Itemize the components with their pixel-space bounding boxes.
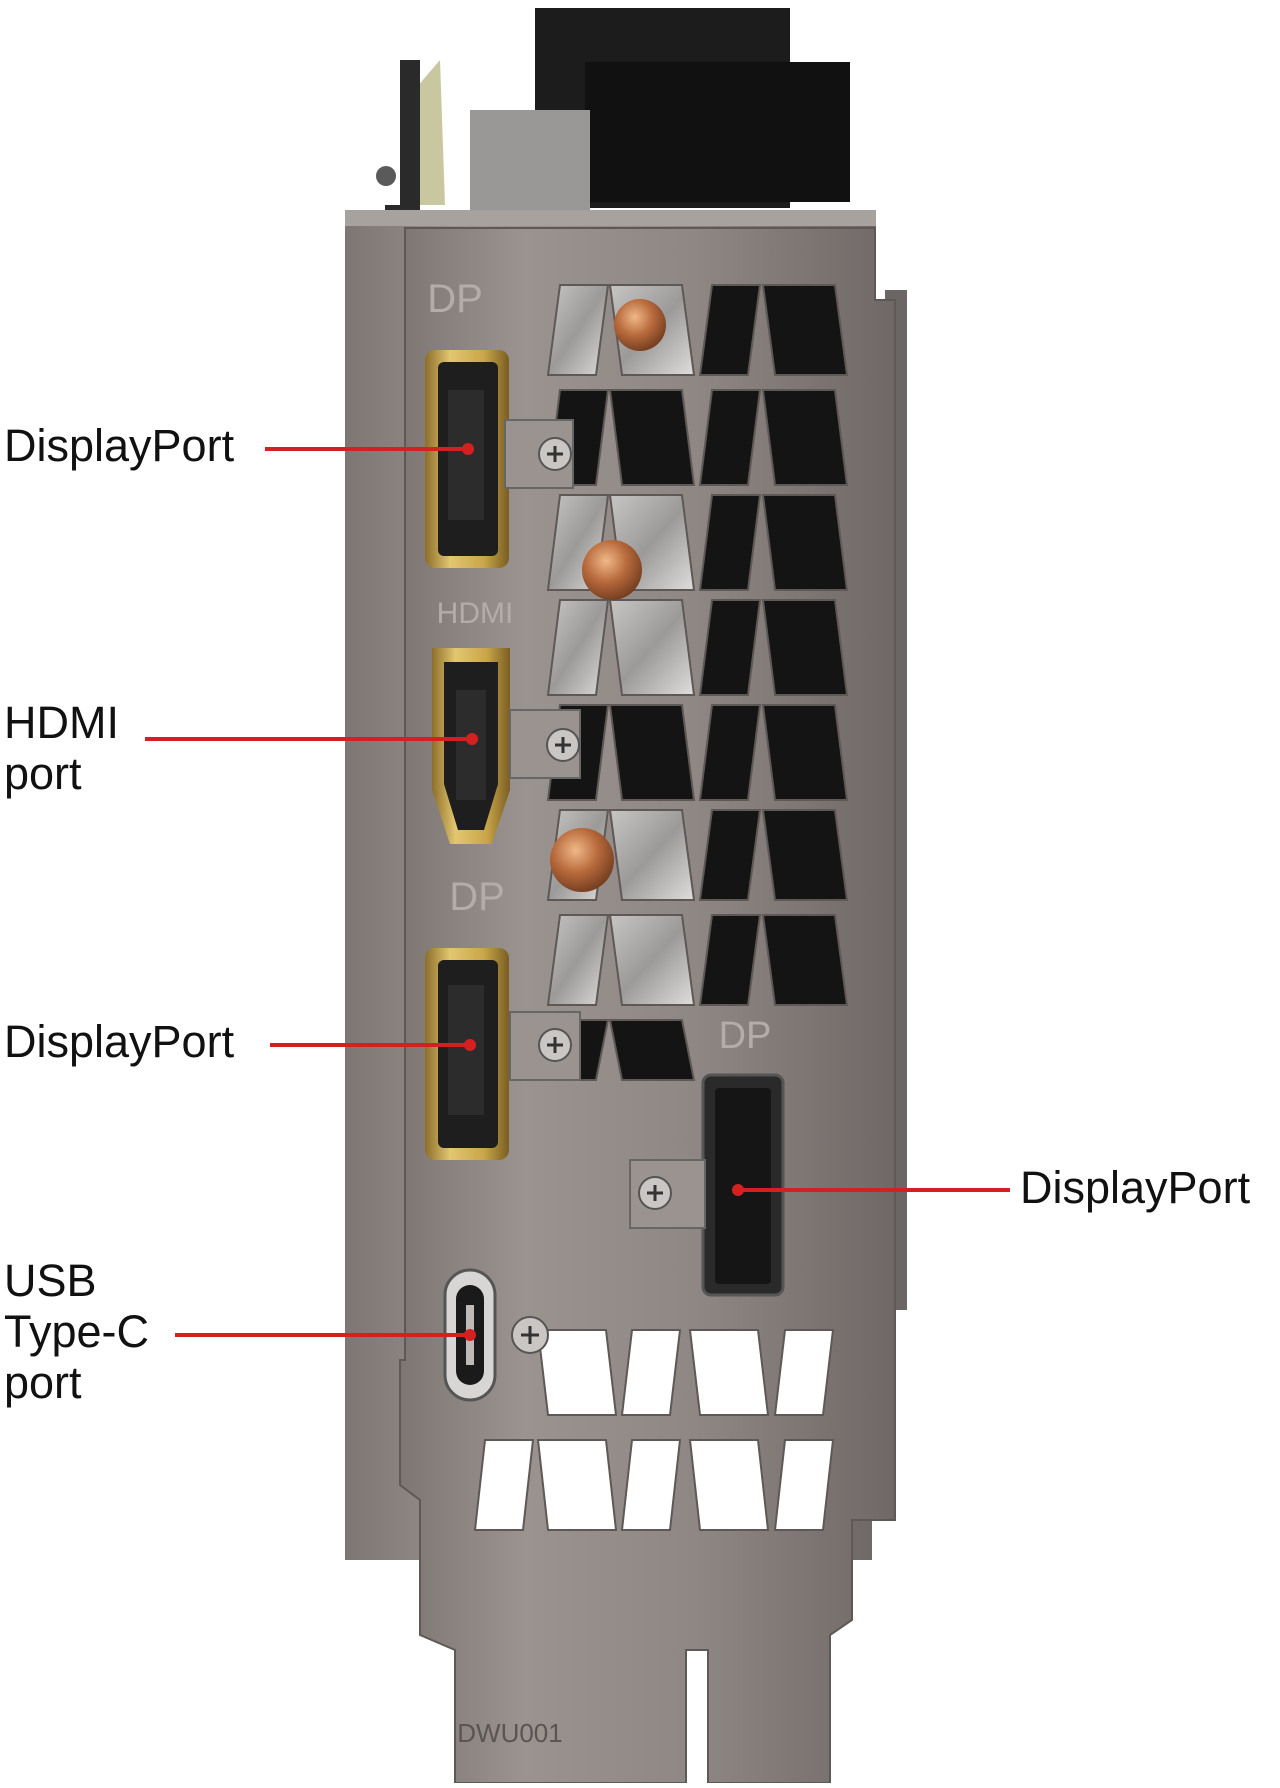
marking-dp-middle: DP xyxy=(449,875,505,919)
marking-dp-top: DP xyxy=(427,277,483,321)
vent-opening xyxy=(761,704,849,801)
callout-hdmi-port: HDMI port xyxy=(4,697,119,799)
vent-opening xyxy=(688,1329,770,1416)
vent-opening xyxy=(773,1329,835,1416)
callout-usb-type-c-port: USB Type-C port xyxy=(4,1255,150,1408)
leader-dot xyxy=(462,443,474,455)
vent-opening xyxy=(698,704,762,801)
vent-opening xyxy=(761,494,849,591)
vent-opening xyxy=(761,809,849,901)
leader-dot xyxy=(464,1039,476,1051)
leader-dot xyxy=(466,733,478,745)
vent-opening xyxy=(473,1439,535,1531)
displayport-connector-middle xyxy=(425,948,581,1160)
vent-opening xyxy=(761,599,849,696)
vent-opening xyxy=(698,494,762,591)
hdmi-connector xyxy=(432,648,581,844)
vent-opening xyxy=(608,704,696,801)
vent-opening xyxy=(608,809,696,901)
copper-heatpipes xyxy=(550,299,666,892)
marking-tail-code: DWU001 xyxy=(457,1718,562,1748)
vent-opening xyxy=(546,284,610,376)
vent-opening xyxy=(698,809,762,901)
vent-opening xyxy=(536,1329,618,1416)
leader-dot xyxy=(464,1329,476,1341)
marking-hdmi: HDMI xyxy=(437,597,514,630)
callout-displayport-2: DisplayPort xyxy=(4,1016,235,1067)
vent-opening xyxy=(761,284,849,376)
vent-opening xyxy=(698,284,762,376)
vent-opening xyxy=(608,599,696,696)
callout-displayport-1: DisplayPort xyxy=(4,420,235,471)
leader-lines xyxy=(145,443,1010,1341)
displayport-connector-top xyxy=(425,350,574,568)
vent-opening xyxy=(620,1329,682,1416)
vent-opening xyxy=(546,914,610,1006)
vent-opening xyxy=(536,1439,618,1531)
vent-opening xyxy=(608,1019,696,1081)
vent-opening xyxy=(761,389,849,486)
vent-opening xyxy=(698,389,762,486)
marking-dp-right: DP xyxy=(719,1015,772,1057)
vent-opening xyxy=(688,1439,770,1531)
bracket-markings: DP HDMI DP DP DWU001 xyxy=(427,277,771,1748)
vent-opening xyxy=(773,1439,835,1531)
vent-opening xyxy=(608,914,696,1006)
callout-displayport-3: DisplayPort xyxy=(1020,1162,1251,1213)
vent-opening xyxy=(698,599,762,696)
vent-opening xyxy=(546,599,610,696)
vent-opening xyxy=(761,914,849,1006)
vent-opening xyxy=(698,914,762,1006)
vent-opening xyxy=(608,389,696,486)
vent-opening xyxy=(620,1439,682,1531)
leader-dot xyxy=(732,1184,744,1196)
vent-grid xyxy=(473,284,849,1531)
displayport-connector-right xyxy=(629,1073,785,1297)
